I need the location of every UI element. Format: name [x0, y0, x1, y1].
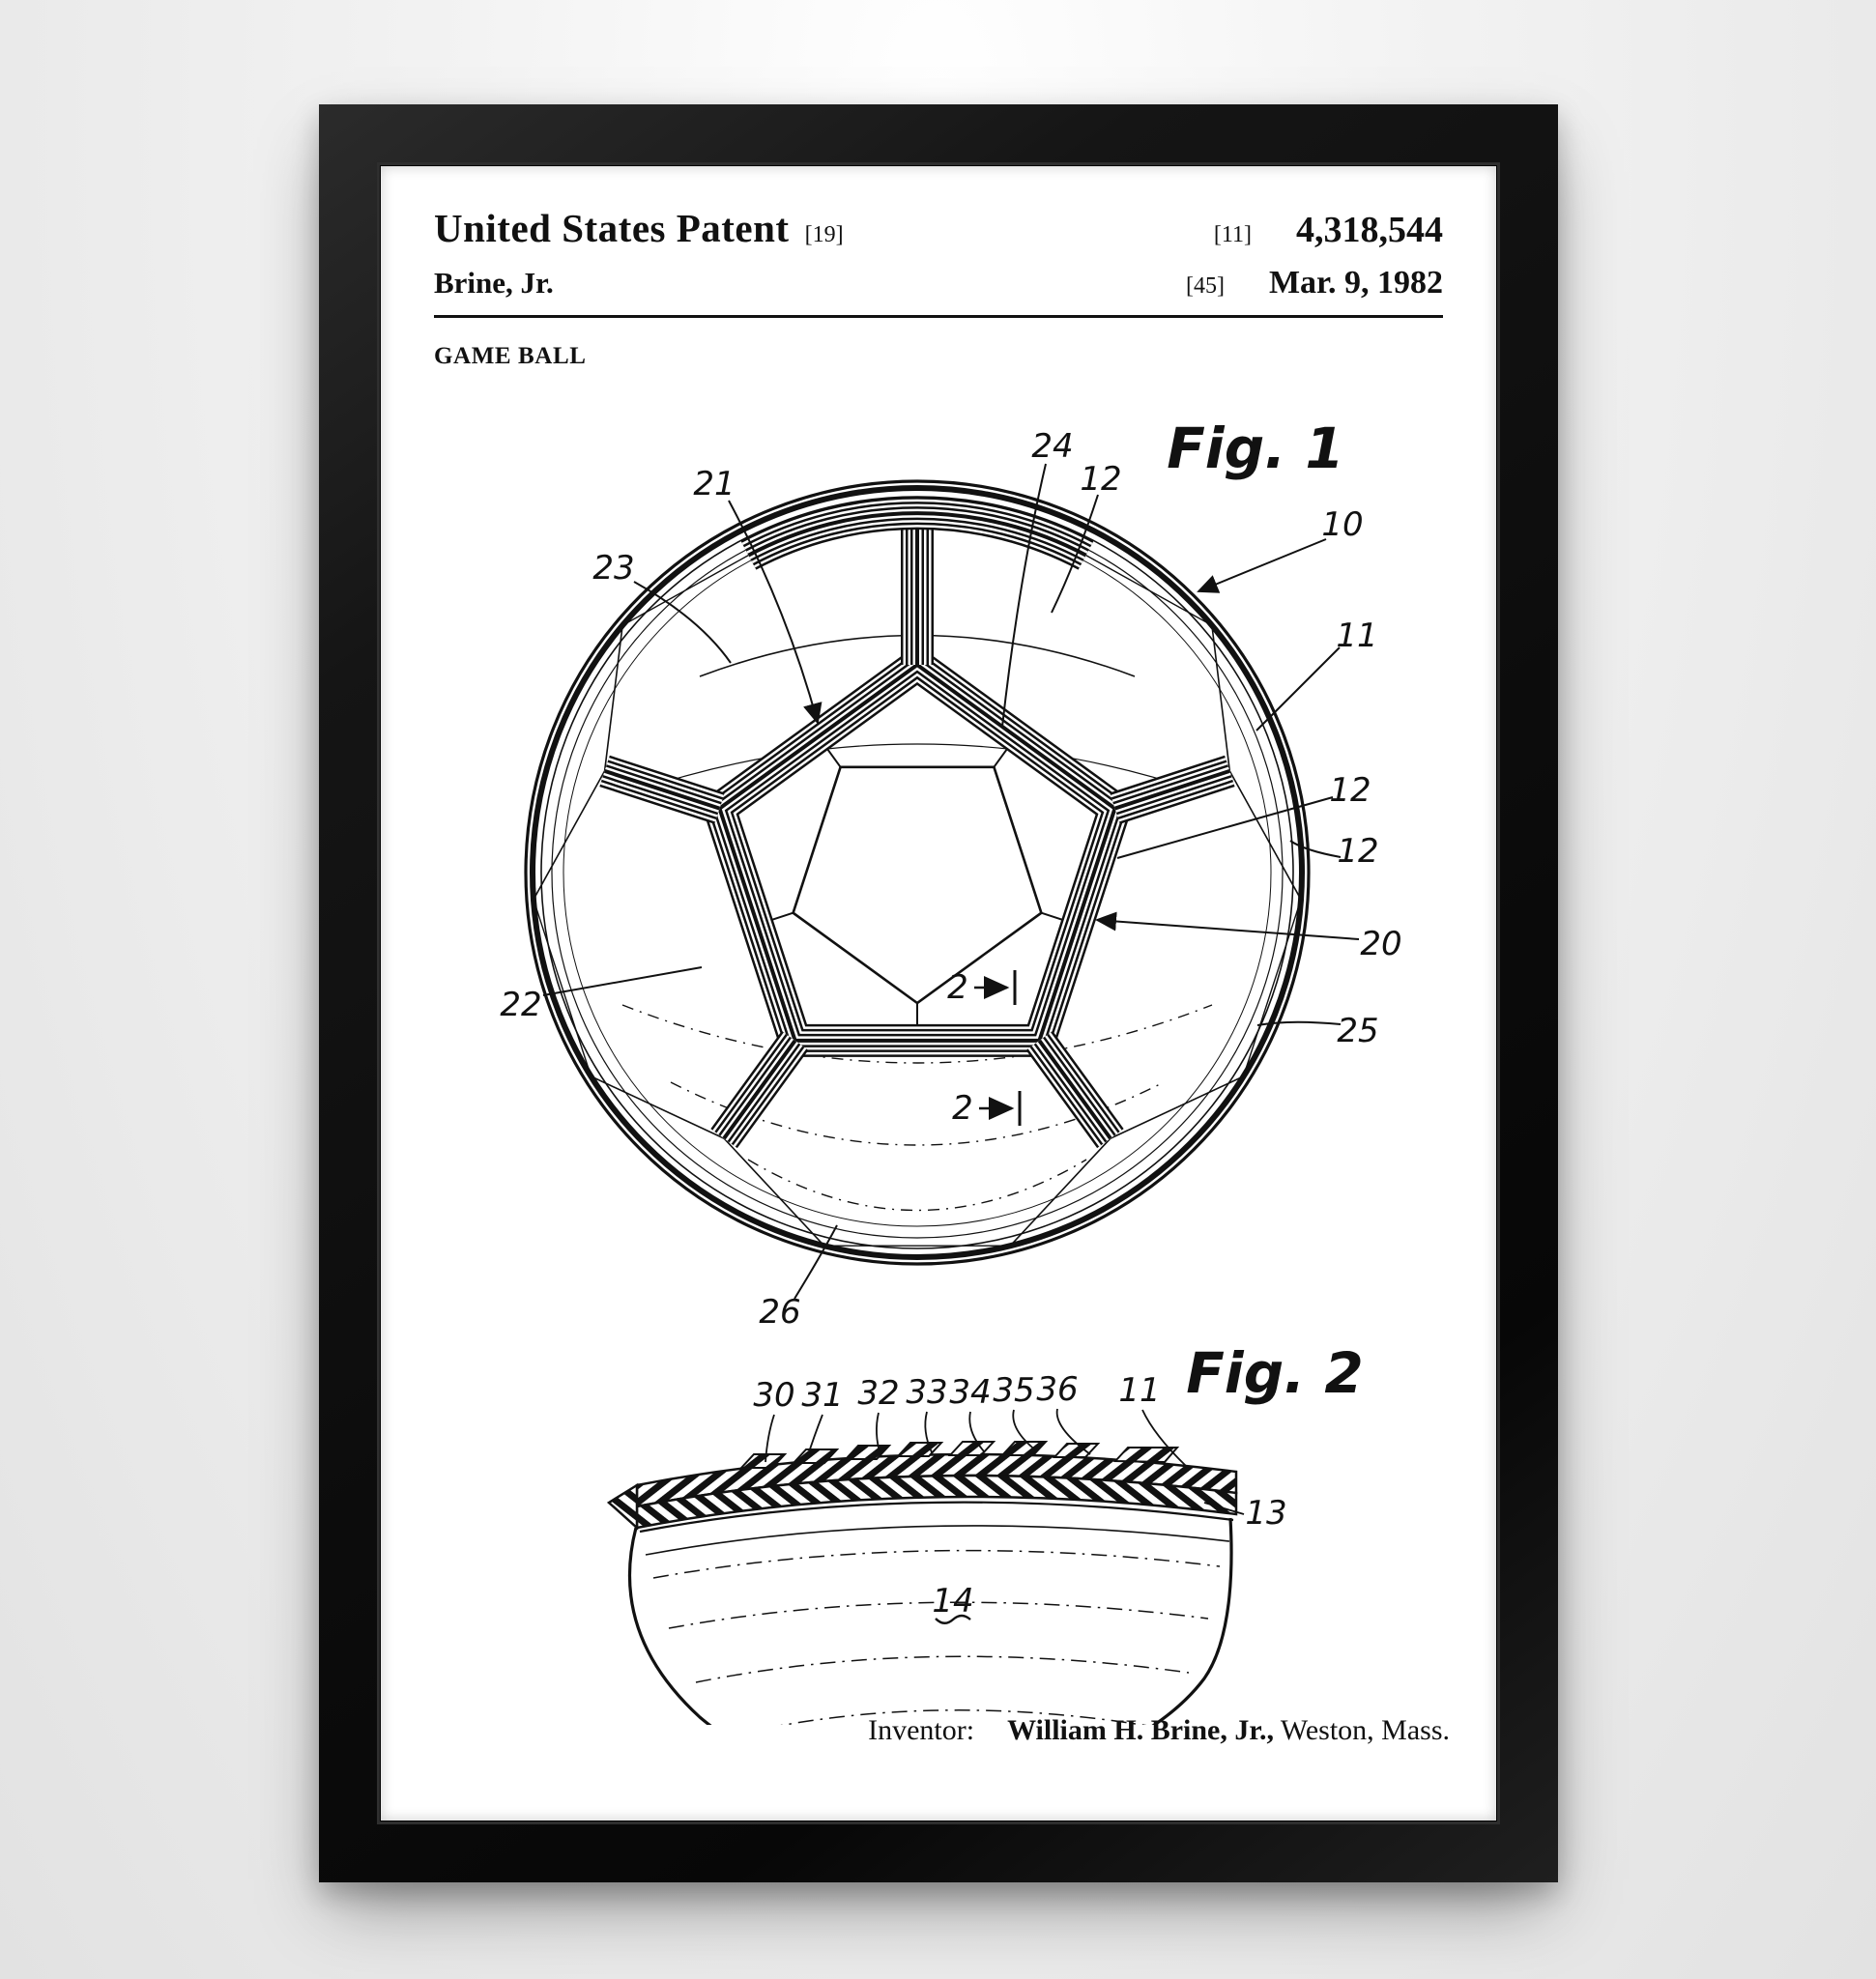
patent-title-group: United States Patent [19] [434, 205, 844, 251]
picture-frame: United States Patent[19] [11] 4,318,544 … [319, 104, 1558, 1882]
central-pentagon-panel [792, 765, 1043, 1005]
fig2-label-32: 32 [857, 1374, 899, 1413]
fig1-label-11: 11 [1336, 617, 1377, 655]
patent-doc-title: GAME BALL [434, 343, 587, 369]
patent-title: United States Patent [434, 206, 790, 250]
fig2-label-34: 34 [949, 1373, 991, 1412]
patent-title-code: [19] [804, 222, 844, 247]
patent-date: Mar. 9, 1982 [1268, 265, 1443, 301]
patent-header: United States Patent[19] [11] 4,318,544 … [434, 205, 1443, 370]
inventor-line: Inventor: William H. Brine, Jr., Weston, … [381, 1714, 1450, 1747]
fig1-label-12-right-b: 12 [1337, 832, 1378, 871]
fig1-label-12-top: 12 [1080, 460, 1121, 499]
carcass-body [627, 1501, 1234, 1725]
fig2-label-13: 13 [1245, 1494, 1286, 1533]
fig1-section-label-a: 2 [947, 968, 968, 1007]
fig2-label-11: 11 [1118, 1371, 1160, 1410]
body-dash-lines [652, 1549, 1221, 1725]
fig1-label-23: 23 [592, 549, 634, 588]
fig1-leader-lines [542, 463, 1360, 1300]
striped-seam-ring [720, 665, 1115, 1041]
pentagon-spokes [757, 735, 1078, 1041]
fig2-label-36: 36 [1036, 1370, 1078, 1409]
fig2-label-31: 31 [801, 1376, 843, 1415]
patent-number-code: [11] [1213, 222, 1252, 247]
inventor-label: Inventor: [868, 1714, 975, 1746]
fig2-label-33: 33 [906, 1373, 947, 1412]
fig1-label-25: 25 [1337, 1012, 1378, 1050]
fig1-label-10: 10 [1321, 505, 1363, 544]
patent-inventor-short: Brine, Jr. [434, 266, 554, 300]
fig1-label-24: 24 [1031, 427, 1073, 466]
fig1-label-21: 21 [693, 465, 735, 503]
fig2-label-14: 14 [932, 1582, 973, 1620]
patent-print-paper: United States Patent[19] [11] 4,318,544 … [381, 166, 1496, 1821]
fig1-label-12-right-a: 12 [1329, 771, 1371, 810]
tread-band [606, 1452, 1238, 1531]
fig2-label-35: 35 [993, 1371, 1034, 1410]
fig2-title: Fig. 2 [1186, 1340, 1364, 1406]
fig1-label-20: 20 [1360, 925, 1401, 963]
figure-2-drawing: Fig. 2 30 31 32 33 34 35 36 11 13 14 [606, 1340, 1364, 1725]
figure-1-drawing: Fig. 1 21 23 24 12 10 11 12 12 20 25 22 … [500, 416, 1401, 1332]
ridge-teeth [738, 1441, 1180, 1469]
patent-date-code: [45] [1185, 273, 1225, 299]
fig2-leader-lines [765, 1408, 1245, 1624]
inventor-name: William H. Brine, Jr., [1007, 1714, 1274, 1746]
fig1-label-26: 26 [759, 1293, 800, 1332]
fig1-section-label-b: 2 [952, 1089, 973, 1128]
fig1-title: Fig. 1 [1167, 416, 1344, 481]
fig2-label-30: 30 [753, 1376, 794, 1415]
fig1-label-22: 22 [500, 986, 541, 1024]
section-cut-markers [974, 970, 1022, 1126]
ball-outline [524, 479, 1311, 1266]
patent-number: 4,318,544 [1296, 210, 1443, 250]
inventor-location: Weston, Mass. [1280, 1714, 1450, 1746]
header-divider [434, 315, 1443, 318]
